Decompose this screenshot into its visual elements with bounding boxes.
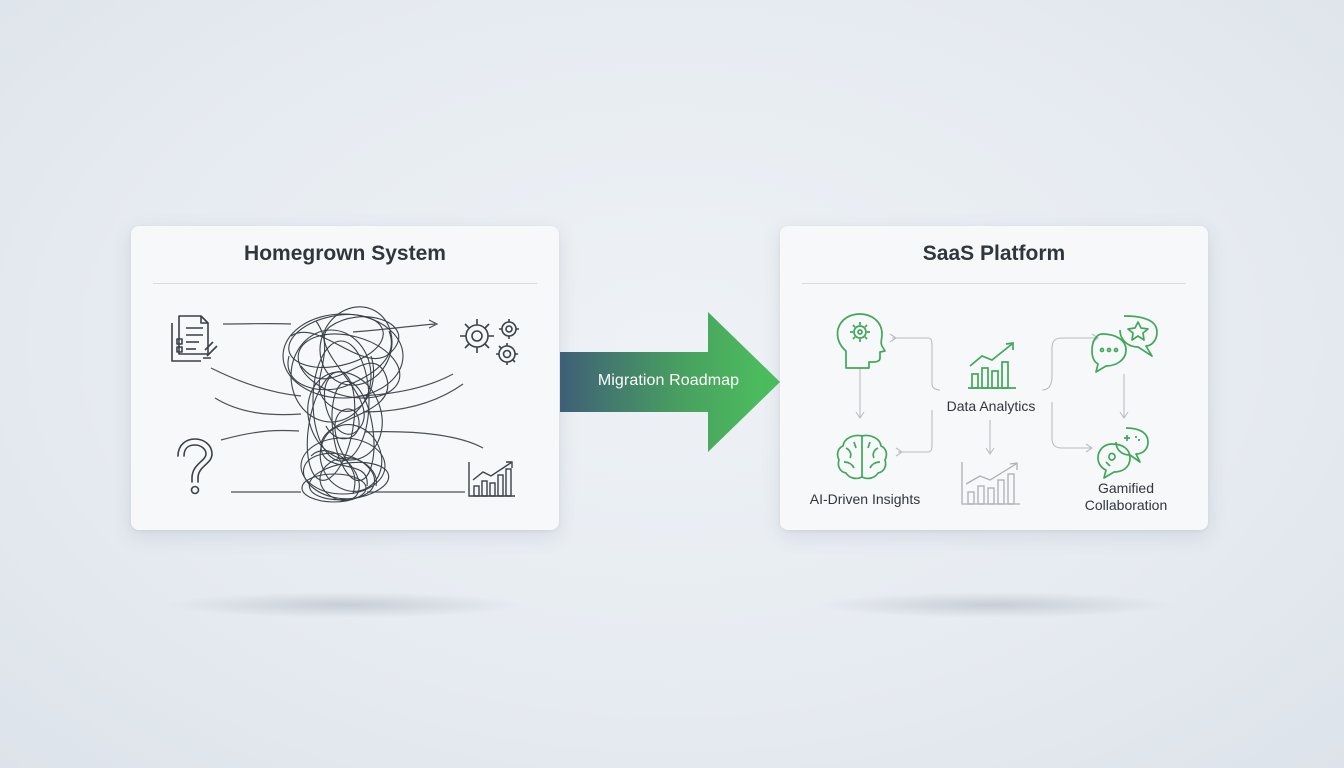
brain-icon bbox=[836, 434, 888, 480]
gamified-collaboration-line-1: Gamified bbox=[1097, 480, 1155, 496]
secondary-chart-icon bbox=[961, 462, 1020, 505]
gears-icon bbox=[460, 319, 519, 365]
saas-platform-panel: SaaS Platform bbox=[780, 226, 1208, 530]
saas-platform-illustration bbox=[836, 313, 1158, 505]
chat-game-icon bbox=[1097, 427, 1149, 479]
document-checklist-icon bbox=[171, 315, 218, 362]
homegrown-system-panel: Homegrown System bbox=[131, 226, 559, 530]
panel-floor-shadow bbox=[165, 592, 525, 618]
head-gear-icon bbox=[836, 313, 886, 369]
saas-platform-title: SaaS Platform bbox=[922, 242, 1066, 265]
panel-floor-shadow bbox=[814, 592, 1174, 618]
homegrown-system-title: Homegrown System bbox=[244, 242, 446, 265]
ai-driven-insights-label: AI-Driven Insights bbox=[809, 491, 921, 507]
growth-chart-icon bbox=[968, 342, 1016, 389]
platform-connector-lines bbox=[855, 333, 1129, 457]
migration-arrow bbox=[560, 312, 780, 452]
migration-roadmap-label: Migration Roadmap bbox=[597, 372, 740, 389]
tangle-scribble bbox=[282, 306, 404, 503]
gamified-collaboration-line-2: Collaboration bbox=[1084, 497, 1168, 513]
tangled-system-illustration bbox=[171, 306, 519, 503]
bar-chart-icon bbox=[468, 461, 515, 497]
gamified-collaboration-label: Gamified Collaboration bbox=[1066, 480, 1186, 514]
panel-divider bbox=[153, 283, 537, 284]
data-analytics-label: Data Analytics bbox=[946, 398, 1036, 414]
question-mark-icon bbox=[177, 438, 213, 495]
panel-divider bbox=[802, 283, 1186, 284]
chat-star-icon bbox=[1091, 315, 1158, 373]
